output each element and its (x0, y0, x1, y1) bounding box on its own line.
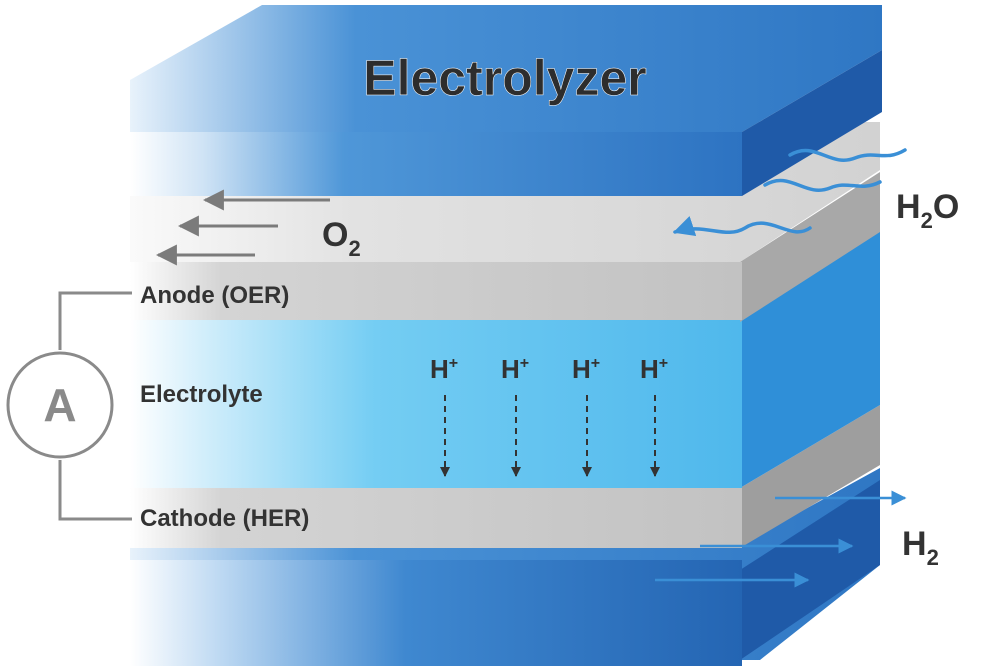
water-wave (673, 216, 812, 237)
electrolyte-layer (130, 230, 880, 488)
proton-label: H+ (501, 354, 529, 384)
cathode-label: Cathode (HER) (140, 505, 309, 532)
electrolyte-label: Electrolyte (140, 381, 263, 408)
cathode-layer (130, 405, 880, 548)
external-circuit (6, 291, 132, 521)
bottom-plate (130, 468, 880, 666)
electrolyte-front (130, 320, 742, 488)
diagram-title: Electrolyzer (363, 50, 646, 106)
anode-label: Anode (OER) (140, 282, 289, 309)
proton-label: H+ (430, 354, 458, 384)
top-plate-top (130, 5, 882, 132)
hydrogen-arrows (655, 490, 907, 588)
ammeter-label: A (43, 379, 76, 431)
circuit-wire-top (58, 291, 132, 350)
water-arrows (673, 148, 907, 237)
ammeter-circle (6, 351, 114, 459)
anode-front (130, 262, 742, 320)
cathode-side (740, 405, 880, 548)
proton-label: H+ (640, 354, 668, 384)
water-wave (763, 178, 882, 192)
cathode-front (130, 488, 742, 548)
water-label: H2O (896, 188, 959, 233)
proton-arrows (440, 395, 660, 477)
proton-label: H+ (572, 354, 600, 384)
top-plate-front (130, 132, 742, 196)
oxygen-label: O2 (322, 216, 361, 261)
circuit-wire-bottom (58, 460, 132, 521)
bottom-plate-front (130, 560, 742, 666)
water-wave (788, 148, 907, 162)
top-plate (130, 5, 882, 196)
bottom-plate-side (740, 480, 880, 660)
oxygen-arrows (155, 189, 330, 266)
hydrogen-label: H2 (902, 525, 939, 570)
top-plate-side (742, 50, 882, 196)
anode-side (740, 172, 880, 322)
electrolyte-side (740, 230, 880, 488)
